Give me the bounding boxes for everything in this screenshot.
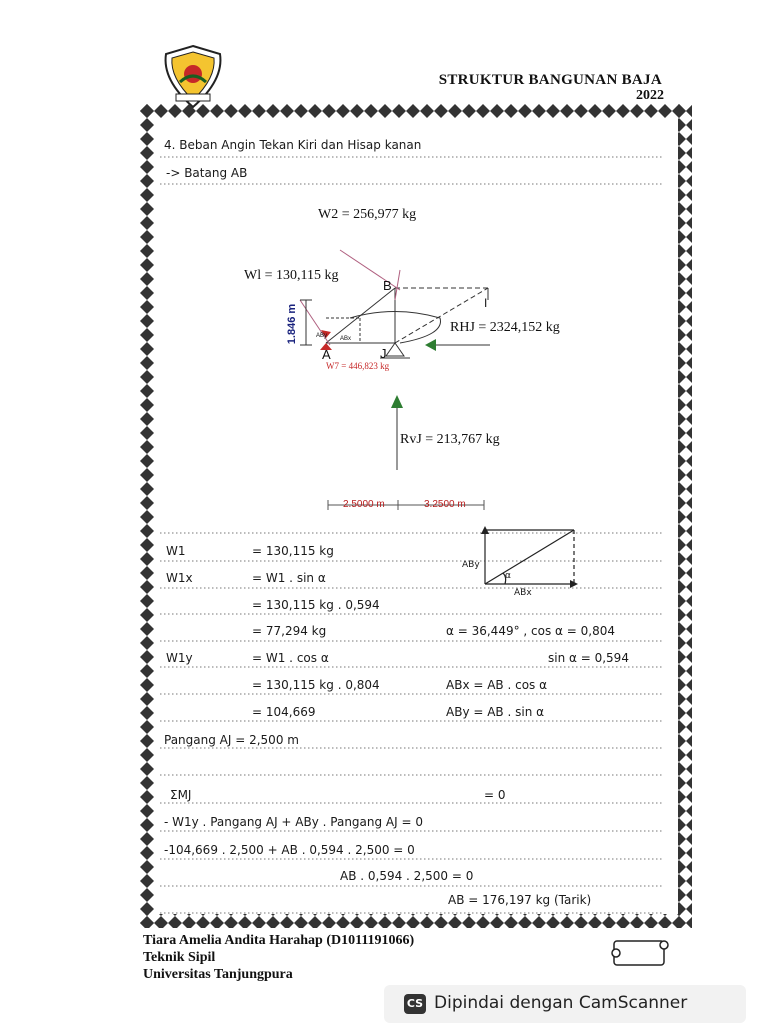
row12-text: AB . 0,594 . 2,500 = 0	[340, 869, 474, 883]
aby-small-label: ABy	[316, 333, 328, 339]
row9-right: = 0	[484, 788, 506, 802]
rhj-reaction-label: RHJ = 2324,152 kg	[450, 320, 560, 335]
row11-text: -104,669 . 2,500 + AB . 0,594 . 2,500 = …	[164, 843, 415, 857]
author-name: Tiara Amelia Andita Harahap (D1011191066…	[143, 933, 415, 948]
row7-right: ABy = AB . sin α	[446, 705, 545, 719]
row8-text: Pangang AJ = 2,500 m	[164, 733, 299, 747]
node-b-label: B	[383, 278, 392, 293]
w7-load-label: W7 = 446,823 kg	[326, 361, 390, 371]
zigzag-border	[140, 104, 692, 928]
camscanner-text: Dipindai dengan CamScanner	[434, 993, 688, 1013]
row4-right: α = 36,449° , cos α = 0,804	[446, 624, 615, 638]
row1-value: = 130,115 kg	[252, 544, 334, 558]
node-a-label: A	[322, 347, 331, 362]
author-block: Tiara Amelia Andita Harahap (D1011191066…	[143, 932, 414, 983]
camscanner-watermark: CS Dipindai dengan CamScanner	[384, 985, 746, 1023]
rvj-reaction-label: RvJ = 213,767 kg	[400, 432, 500, 447]
dim-left-label: 2.5000 m	[343, 499, 385, 510]
w2-load-label: W2 = 256,977 kg	[318, 207, 417, 222]
row7-value: = 104,669	[252, 705, 316, 719]
scroll-icon	[611, 940, 669, 966]
row6-right: ABx = AB . cos α	[446, 678, 548, 692]
row6-value: = 130,115 kg . 0,804	[252, 678, 380, 692]
node-j-label: J	[380, 346, 387, 361]
row5-value: = W1 . cos α	[252, 651, 329, 665]
document-year: 2022	[636, 88, 664, 103]
author-university: Universitas Tanjungpura	[143, 967, 293, 982]
row2-label: W1x	[166, 571, 193, 585]
w1-load-label: Wl = 130,115 kg	[244, 268, 339, 283]
triangle-aby-label: ABy	[462, 560, 480, 570]
camscanner-icon: CS	[404, 994, 426, 1014]
triangle-abx-label: ABx	[514, 588, 532, 598]
row2-value: = W1 . sin α	[252, 571, 326, 585]
row13-text: AB = 176,197 kg (Tarik)	[448, 893, 592, 907]
row5-label: W1y	[166, 651, 193, 665]
row10-text: - W1y . Pangang AJ + ABy . Pangang AJ = …	[164, 815, 424, 829]
author-department: Teknik Sipil	[143, 950, 216, 965]
row1-label: W1	[166, 544, 186, 558]
section-heading: 4. Beban Angin Tekan Kiri dan Hisap kana…	[164, 138, 422, 152]
university-logo	[164, 44, 222, 109]
section-subheading: -> Batang AB	[166, 166, 248, 180]
row5-right: sin α = 0,594	[548, 651, 629, 665]
row4-value: = 77,294 kg	[252, 624, 327, 638]
row3-value: = 130,115 kg . 0,594	[252, 598, 380, 612]
node-i-label: I	[484, 296, 488, 310]
dim-right-label: 3.2500 m	[424, 499, 466, 510]
document-title: STRUKTUR BANGUNAN BAJA	[438, 72, 662, 88]
abx-small-label: ABx	[340, 336, 352, 342]
row9-left: ΣMJ	[170, 788, 192, 802]
triangle-alpha-label: α	[505, 571, 511, 581]
